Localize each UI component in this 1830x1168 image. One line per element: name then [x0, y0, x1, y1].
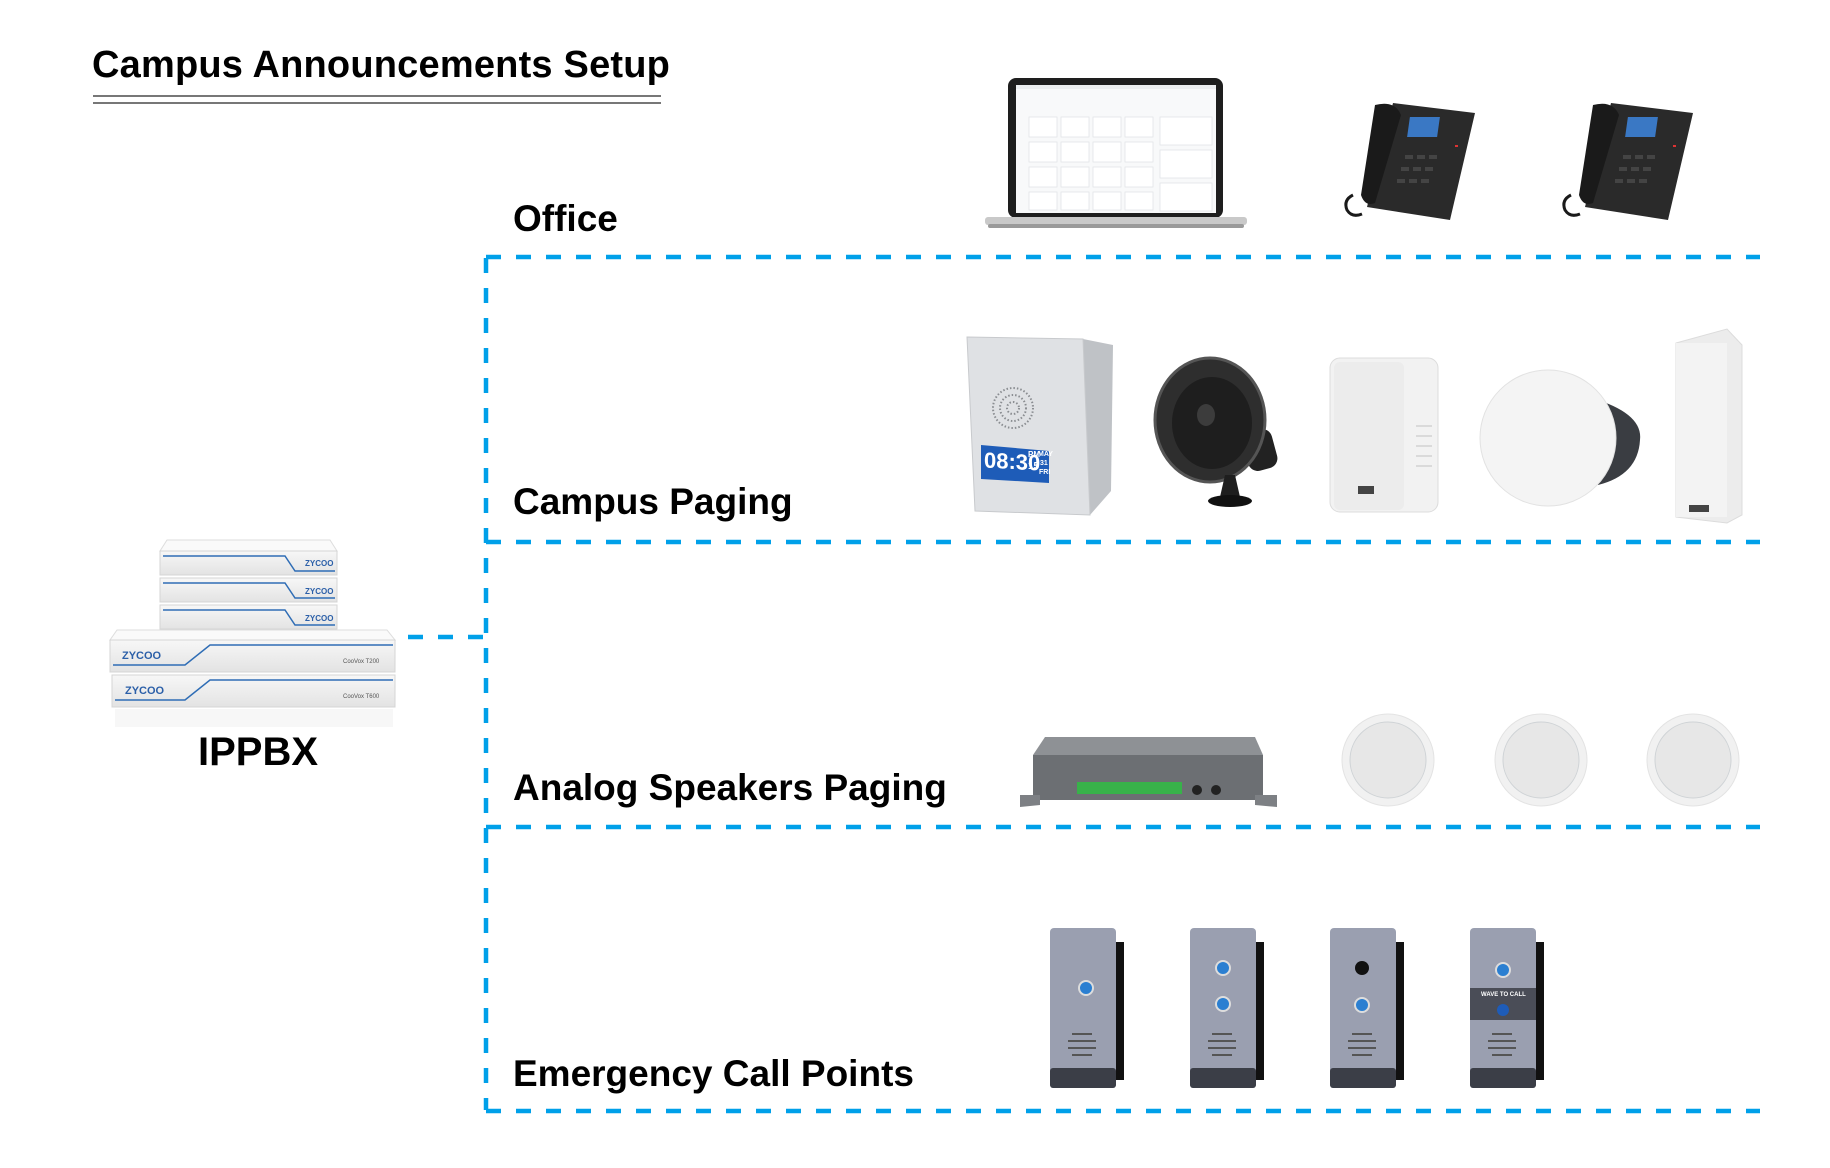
ippbx-stack-icon: ZYCOO ZYCOO ZYCOO ZYCOO CooVox T200 ZYCO… — [109, 539, 397, 727]
analog-ceiling-speaker-icon — [1341, 713, 1435, 807]
title-rule-bottom — [93, 102, 661, 104]
title-rule-top — [93, 95, 661, 97]
paging-gateway-icon — [1020, 737, 1277, 807]
ippbx-label: IPPBX — [198, 730, 319, 774]
section-label-campus-paging: Campus Paging — [513, 481, 793, 522]
section-label-emergency: Emergency Call Points — [513, 1053, 914, 1094]
diagram-title: Campus Announcements Setup — [92, 44, 671, 86]
svg-text:ZYCOO: ZYCOO — [305, 587, 333, 596]
clock-month: MAY — [1038, 451, 1053, 458]
column-speaker-icon — [1675, 328, 1743, 524]
section-label-analog-paging: Analog Speakers Paging — [513, 767, 947, 808]
call-point-two-buttons-icon — [1190, 928, 1264, 1088]
svg-text:CooVox T600: CooVox T600 — [343, 694, 380, 700]
ippbx-unit-large-1: ZYCOO CooVox T200 — [109, 629, 397, 673]
wall-mount-speaker-icon — [1329, 357, 1439, 513]
call-point-camera-icon — [1330, 928, 1404, 1088]
call-point-one-button-icon — [1050, 928, 1124, 1088]
ippbx-unit-small-2: ZYCOO — [159, 577, 338, 603]
clock-ampm: PM — [1028, 450, 1040, 459]
svg-text:CooVox T200: CooVox T200 — [343, 659, 380, 665]
svg-text:ZYCOO: ZYCOO — [125, 685, 165, 697]
section-label-office: Office — [513, 198, 618, 239]
analog-ceiling-speaker-icon — [1494, 713, 1588, 807]
ippbx-unit-small-1: ZYCOO — [159, 539, 338, 576]
clock-day: 31 — [1040, 460, 1048, 467]
ip-phone-icon — [1562, 103, 1693, 220]
ippbx-unit-large-2: ZYCOO CooVox T600 — [111, 674, 396, 708]
wall-speaker-icon — [966, 336, 1113, 516]
svg-text:ZYCOO: ZYCOO — [305, 559, 333, 568]
clock-weekday: FRI — [1039, 469, 1051, 476]
call-point-wave-icon — [1470, 928, 1544, 1088]
ip-phone-icon — [1344, 103, 1475, 220]
clock-seconds: 15 — [1028, 461, 1040, 472]
ippbx-unit-small-3: ZYCOO — [159, 604, 338, 630]
svg-text:ZYCOO: ZYCOO — [305, 614, 333, 623]
call-point-wave-to-call: WAVE TO CALL — [1470, 928, 1562, 1090]
wave-to-call-label: WAVE TO CALL — [1481, 992, 1526, 998]
svg-text:ZYCOO: ZYCOO — [122, 650, 162, 662]
horn-speaker-icon — [1153, 356, 1278, 507]
laptop-icon — [985, 78, 1247, 228]
analog-ceiling-speaker-icon — [1646, 713, 1740, 807]
ceiling-speaker-icon — [1479, 369, 1641, 507]
wall-speaker-with-clock: 08:30 PM 15 MAY 31 FRI — [965, 333, 1115, 518]
